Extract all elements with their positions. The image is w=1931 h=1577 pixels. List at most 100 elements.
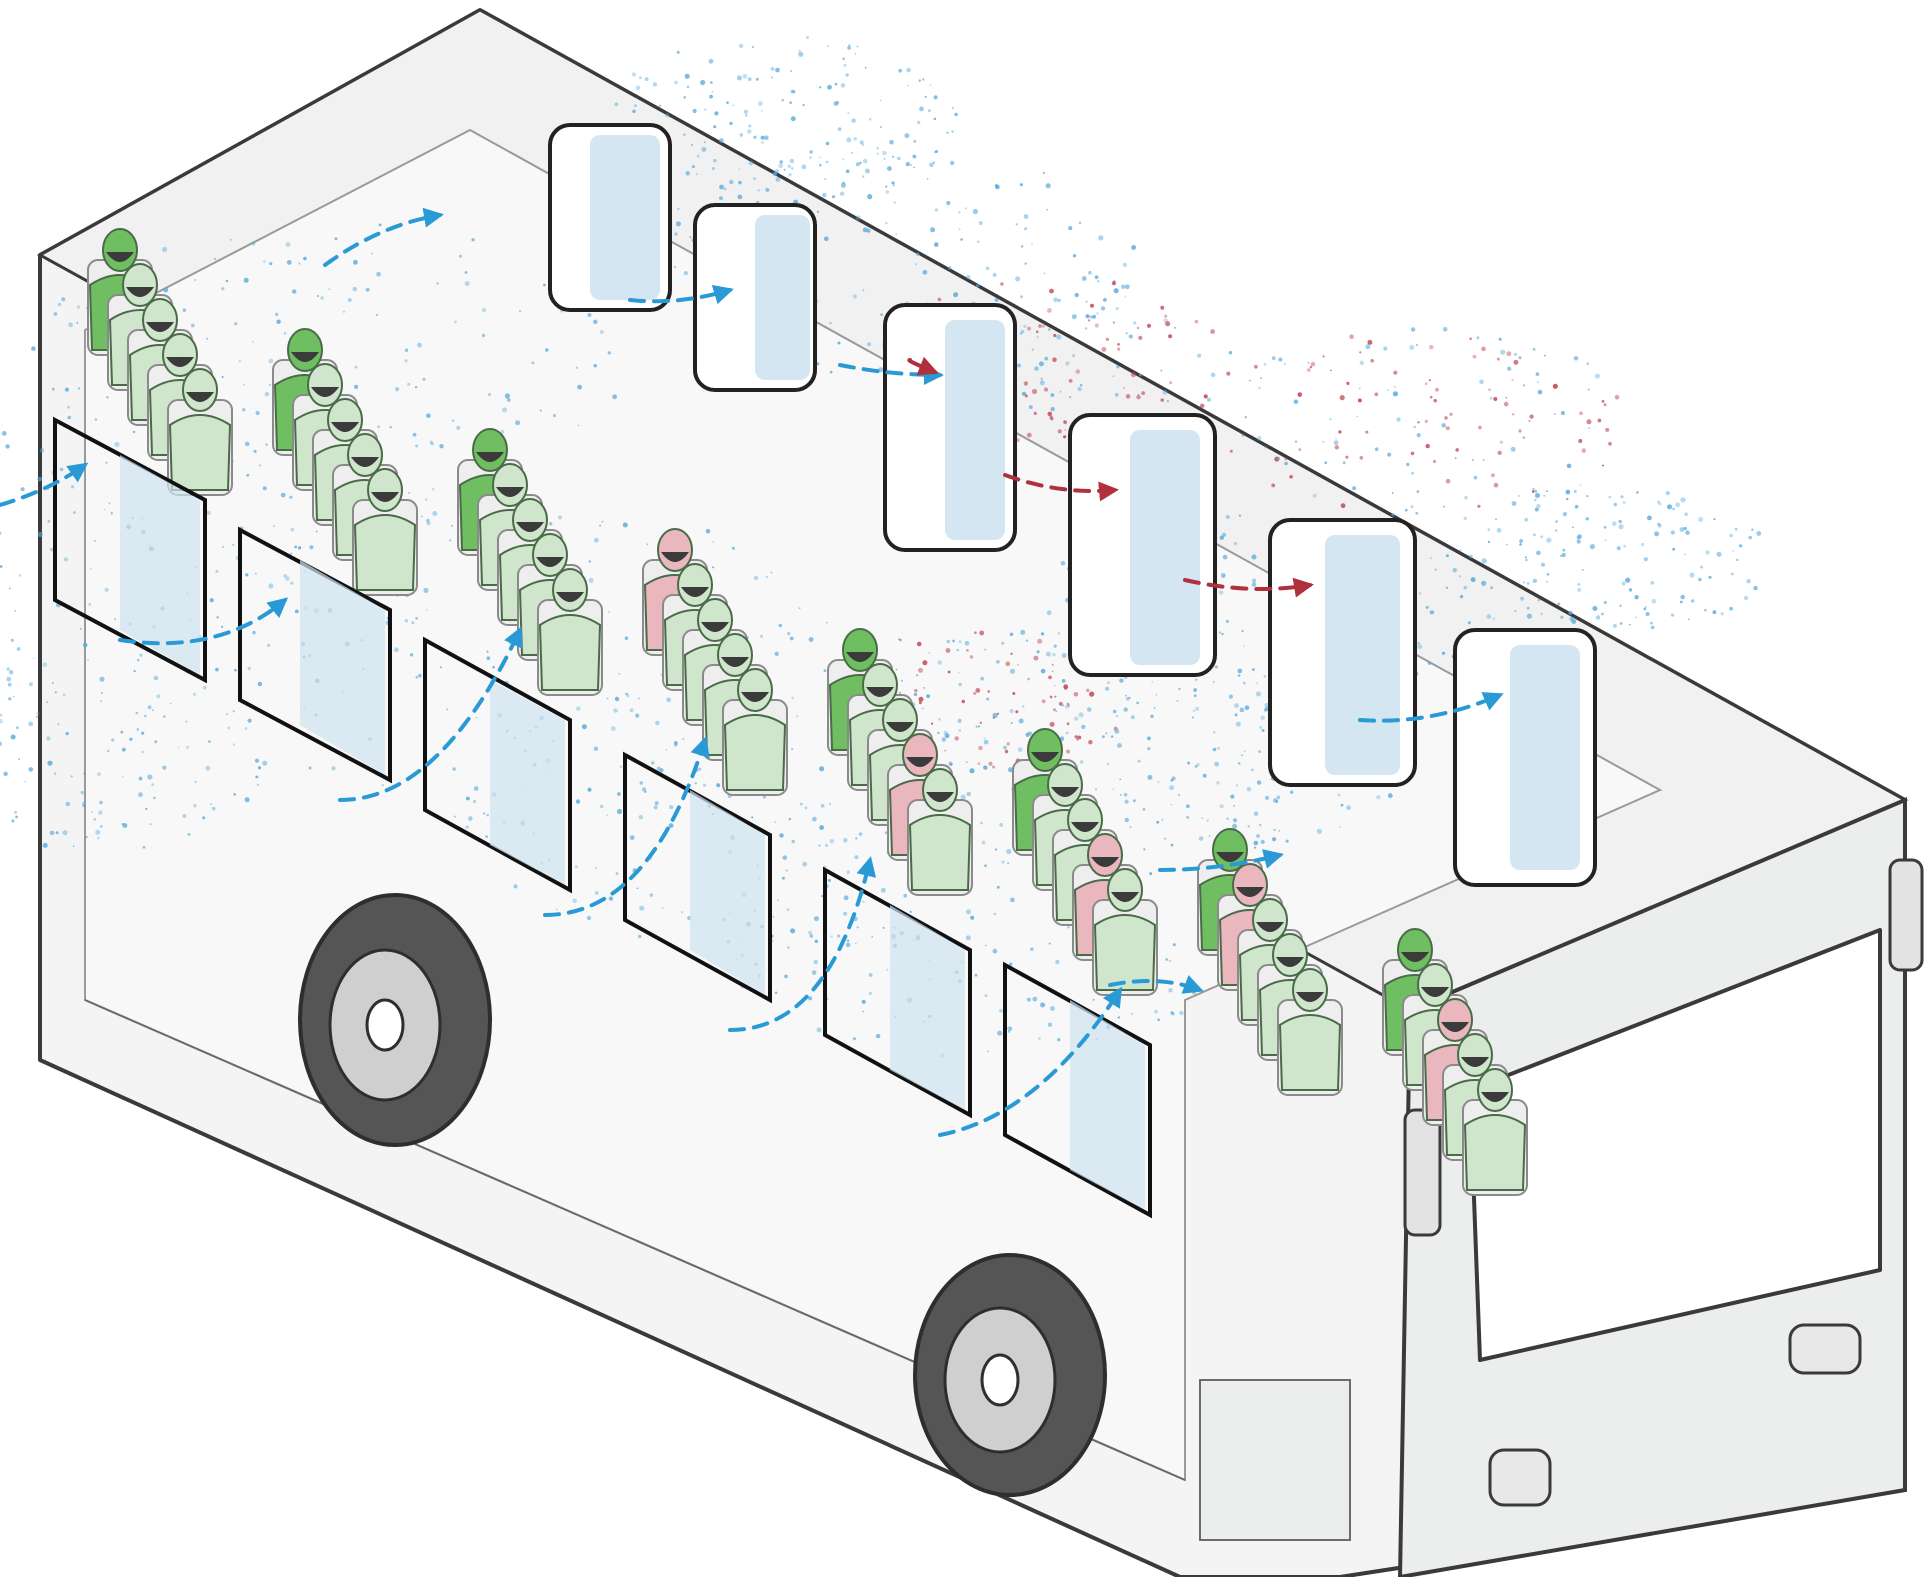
- aerosol-particle-clean: [885, 831, 888, 834]
- aerosol-particle-clean: [1252, 668, 1255, 671]
- aerosol-particle-clean: [1376, 795, 1380, 799]
- aerosol-particle-clean: [1536, 551, 1541, 556]
- aerosol-particle-clean: [830, 839, 835, 844]
- aerosol-particle-contaminated: [1414, 426, 1417, 429]
- aerosol-particle-contaminated: [1103, 298, 1107, 302]
- aerosol-particle-clean: [0, 714, 2, 717]
- aerosol-particle-contaminated: [1392, 492, 1394, 494]
- aerosol-particle-clean: [1577, 583, 1580, 586]
- aerosol-particle-clean: [29, 682, 33, 686]
- aerosol-particle-clean: [1646, 612, 1650, 616]
- aerosol-particle-clean: [1102, 735, 1105, 738]
- aerosol-particle-clean: [792, 697, 795, 700]
- aerosol-particle-contaminated: [1090, 315, 1094, 319]
- aerosol-particle-clean: [1487, 614, 1492, 619]
- upper-window: [550, 125, 670, 310]
- aerosol-particle-clean: [1580, 484, 1582, 486]
- aerosol-particle-contaminated: [1044, 387, 1048, 391]
- aerosol-particle-clean: [1223, 555, 1228, 560]
- aerosol-particle-clean: [758, 189, 760, 191]
- aerosol-particle-clean: [1237, 669, 1242, 674]
- aerosol-particle-contaminated: [1528, 420, 1530, 422]
- aerosol-particle-clean: [266, 444, 268, 446]
- aerosol-particle-clean: [52, 388, 55, 391]
- aerosol-particle-clean: [122, 748, 126, 752]
- aerosol-particle-clean: [153, 797, 156, 800]
- aerosol-particle-clean: [1136, 702, 1139, 705]
- aerosol-particle-clean: [1113, 788, 1115, 790]
- aerosol-particle-clean: [468, 816, 473, 821]
- aerosol-particle-clean: [803, 104, 805, 106]
- aerosol-particle-clean: [5, 444, 9, 448]
- aerosol-particle-contaminated: [1063, 420, 1067, 424]
- aerosol-particle-clean: [1233, 818, 1237, 822]
- aerosol-particle-clean: [1604, 601, 1607, 604]
- aerosol-particle-clean: [970, 916, 974, 920]
- aerosol-particle-clean: [276, 320, 280, 324]
- aerosol-particle-clean: [800, 803, 803, 806]
- aerosol-particle-clean: [97, 837, 100, 840]
- aerosol-particle-clean: [1446, 587, 1448, 589]
- aerosol-particle-clean: [1164, 838, 1166, 840]
- bus-headlight-right: [1790, 1325, 1860, 1373]
- aerosol-particle-clean: [139, 777, 143, 781]
- aerosol-particle-clean: [1244, 751, 1246, 753]
- aerosol-particle-clean: [1050, 1006, 1055, 1011]
- aerosol-particle-contaminated: [1101, 347, 1106, 352]
- aerosol-particle-clean: [465, 271, 468, 274]
- aerosol-particle-contaminated: [1050, 418, 1053, 421]
- aerosol-particle-contaminated: [1059, 702, 1063, 706]
- aerosol-particle-clean: [960, 238, 963, 241]
- aerosol-particle-clean: [729, 122, 732, 125]
- aerosol-particle-contaminated: [1391, 513, 1394, 516]
- aerosol-particle-clean: [1654, 531, 1659, 536]
- aerosol-particle-clean: [923, 270, 928, 275]
- aerosol-particle-clean: [482, 308, 486, 312]
- aerosol-particle-clean: [913, 140, 916, 143]
- aerosol-particle-clean: [1518, 495, 1520, 497]
- aerosol-particle-contaminated: [1334, 440, 1339, 445]
- aerosol-particle-contaminated: [980, 677, 984, 681]
- aerosol-particle-clean: [576, 799, 580, 803]
- aerosol-particle-clean: [101, 692, 103, 694]
- aerosol-particle-clean: [958, 211, 960, 213]
- aerosol-particle-contaminated: [1574, 356, 1579, 361]
- aerosol-particle-clean: [459, 255, 462, 258]
- aerosol-particle-contaminated: [1257, 436, 1262, 441]
- aerosol-particle-clean: [706, 529, 711, 534]
- aerosol-particle-contaminated: [1226, 372, 1230, 376]
- aerosol-particle-clean: [66, 732, 69, 735]
- aerosol-particle-clean: [329, 288, 331, 290]
- aerosol-particle-contaminated: [1500, 350, 1505, 355]
- aerosol-particle-clean: [899, 692, 901, 694]
- aerosol-particle-clean: [183, 814, 187, 818]
- aerosol-particle-clean: [1217, 747, 1220, 750]
- aerosol-particle-clean: [930, 227, 935, 232]
- aerosol-particle-clean: [183, 309, 186, 312]
- aerosol-particle-clean: [254, 450, 257, 453]
- aerosol-particle-clean: [632, 110, 635, 113]
- aerosol-particle-clean: [1068, 226, 1072, 230]
- aerosol-particle-clean: [246, 474, 249, 477]
- aerosol-particle-contaminated: [1417, 433, 1421, 437]
- aerosol-particle-clean: [1081, 725, 1085, 729]
- aerosol-particle-clean: [137, 728, 140, 731]
- aerosol-particle-clean: [474, 786, 479, 791]
- aerosol-particle-clean: [1519, 543, 1522, 546]
- aerosol-particle-clean: [865, 67, 867, 69]
- aerosol-particle-clean: [1087, 707, 1092, 712]
- aerosol-particle-clean: [907, 85, 909, 87]
- aerosol-particle-clean: [1006, 849, 1011, 854]
- aerosol-particle-clean: [407, 383, 410, 386]
- aerosol-particle-clean: [1651, 599, 1656, 604]
- aerosol-particle-clean: [1118, 1016, 1120, 1018]
- aerosol-particle-clean: [111, 739, 114, 742]
- aerosol-particle-clean: [869, 973, 873, 977]
- aerosol-particle-clean: [847, 870, 850, 873]
- aerosol-particle-clean: [1464, 586, 1468, 590]
- aerosol-particle-clean: [227, 727, 230, 730]
- aerosol-particle-clean: [1093, 999, 1095, 1001]
- aerosol-particle-clean: [747, 129, 751, 133]
- aerosol-particle-contaminated: [1425, 420, 1428, 423]
- aerosol-particle-contaminated: [1497, 358, 1500, 361]
